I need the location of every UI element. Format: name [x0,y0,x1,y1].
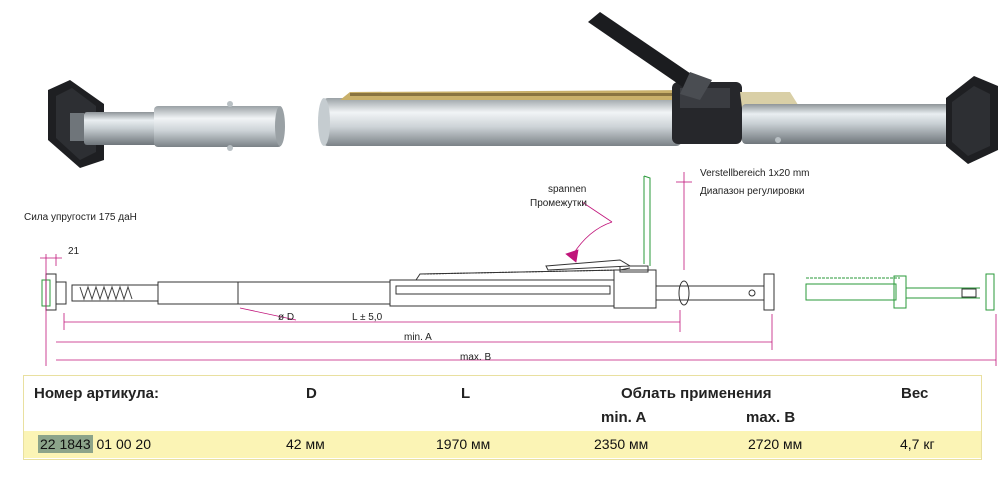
left-tube-thick [154,106,282,147]
table-row: 22 1843 01 00 20 42 мм 1970 мм 2350 мм 2… [24,431,981,458]
article-highlight: 22 1843 [38,435,93,453]
cell-max-b: 2720 мм [748,436,803,452]
main-tube [322,98,682,146]
header-weight: Вес [901,385,929,402]
spannen-label: spannen [548,184,587,195]
length-l-label: L ± 5,0 [352,312,383,323]
left-tube-thin [84,112,158,145]
verstellbereich-label: Verstellbereich 1x20 mm [700,168,810,179]
header-min-a: min. A [601,409,647,426]
spannen-ru-label: Промежутки [530,198,587,209]
header-article: Номер артикула: [34,385,159,402]
technical-drawing [40,172,997,366]
cell-weight: 4,7 кг [900,436,935,452]
cell-l: 1970 мм [436,436,491,452]
max-b-dim-label: max. B [460,352,492,363]
header-range: Облать применения [621,385,772,402]
header-max-b: max. B [746,409,796,426]
header-d: D [306,385,317,402]
min-a-dim-label: min. A [404,332,432,343]
right-foot-plate [946,76,998,164]
cargo-bar-photo [48,12,998,168]
header-l: L [461,385,471,402]
cell-article: 22 1843 01 00 20 [38,435,152,453]
article-rest: 01 00 20 [96,436,152,452]
spec-table: Номер артикула: D L Облать применения mi… [23,375,982,460]
tension-lever [588,12,712,100]
diameter-d-label: ø D [278,312,295,323]
dim-21-label: 21 [68,246,80,257]
verstellbereich-ru-label: Диапазон регулировки [700,186,805,197]
cell-d: 42 мм [286,436,325,452]
cell-min-a: 2350 мм [594,436,649,452]
spring-force-label: Сила упругости 175 даН [24,212,137,223]
right-tube [742,104,954,144]
